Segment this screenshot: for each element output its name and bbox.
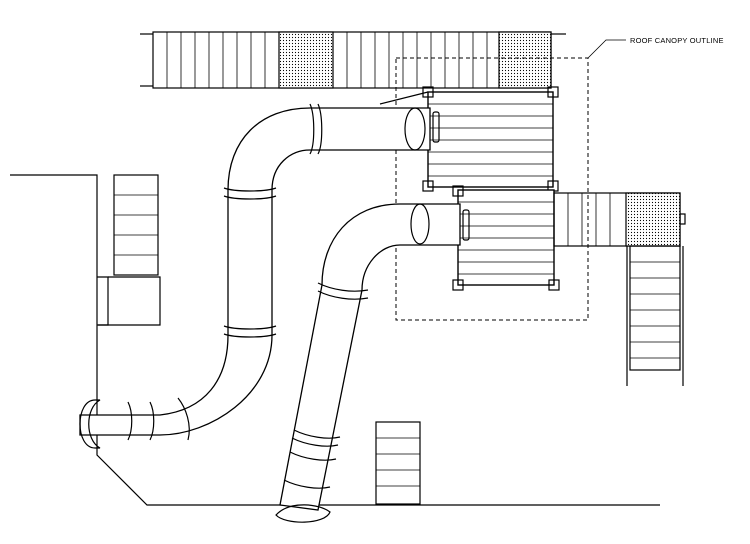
right-bridge bbox=[553, 192, 686, 247]
mesh-panel-side bbox=[625, 192, 681, 247]
bottom-stairs bbox=[375, 421, 421, 505]
upper-tube-exit bbox=[79, 399, 101, 449]
lower-deck bbox=[452, 185, 560, 291]
right-stairs bbox=[626, 245, 684, 386]
mesh-panel-left bbox=[278, 31, 334, 89]
bridge-deck-connector bbox=[379, 91, 429, 105]
mesh-panel-right bbox=[498, 31, 552, 89]
roof-canopy-label: ROOF CANOPY OUTLINE bbox=[630, 36, 724, 45]
roof-canopy-outline bbox=[395, 57, 589, 321]
building-notch bbox=[97, 276, 109, 326]
upper-tube-entry bbox=[404, 107, 426, 151]
canopy-leader-line bbox=[587, 39, 626, 59]
wall-ledge bbox=[98, 276, 161, 326]
lower-tube-entry bbox=[410, 203, 430, 245]
upper-deck bbox=[422, 86, 559, 192]
left-stairs bbox=[113, 174, 159, 276]
lower-tube-exit bbox=[275, 504, 331, 523]
lower-tube-slide bbox=[275, 203, 461, 523]
top-bridge bbox=[140, 31, 566, 89]
upper-tube-slide bbox=[79, 103, 431, 449]
